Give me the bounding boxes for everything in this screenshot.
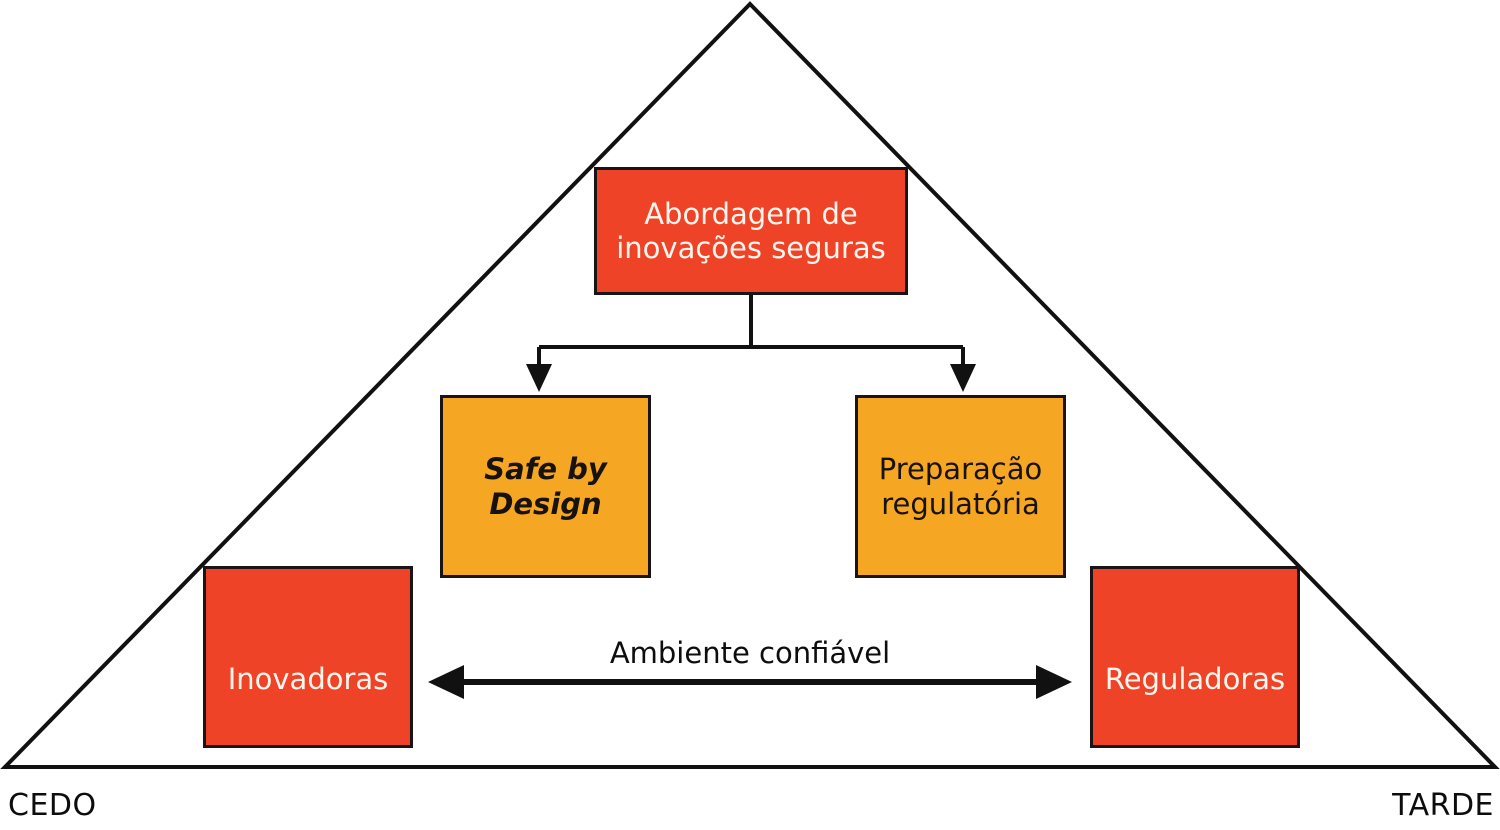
arrowhead-left-down-icon bbox=[526, 364, 552, 392]
box-safe-innovation-approach[interactable]: Abordagem de inovações seguras bbox=[594, 167, 908, 295]
arrowhead-right-icon bbox=[1036, 665, 1072, 699]
box-regulators[interactable]: Reguladoras bbox=[1090, 566, 1300, 748]
triangle-shape bbox=[0, 1, 1500, 769]
arrowhead-right-down-icon bbox=[950, 364, 976, 392]
box-innovators[interactable]: Inovadoras bbox=[203, 566, 413, 748]
box-safe-by-design-label: Safe by Design bbox=[484, 452, 607, 521]
arrowhead-left-icon bbox=[428, 665, 464, 699]
axis-label-early: CEDO bbox=[8, 788, 97, 823]
box-safe-innovation-approach-label: Abordagem de inovações seguras bbox=[616, 196, 886, 265]
box-regulators-label: Reguladoras bbox=[1104, 661, 1286, 696]
box-safe-by-design[interactable]: Safe by Design bbox=[440, 395, 651, 578]
axis-label-late: TARDE bbox=[1392, 788, 1494, 823]
trustworthy-environment-label: Ambiente confiável bbox=[609, 636, 891, 670]
box-innovators-label: Inovadoras bbox=[227, 661, 389, 696]
box-regulatory-preparation[interactable]: Preparação regulatória bbox=[855, 395, 1066, 578]
box-regulatory-preparation-label: Preparação regulatória bbox=[878, 452, 1043, 521]
